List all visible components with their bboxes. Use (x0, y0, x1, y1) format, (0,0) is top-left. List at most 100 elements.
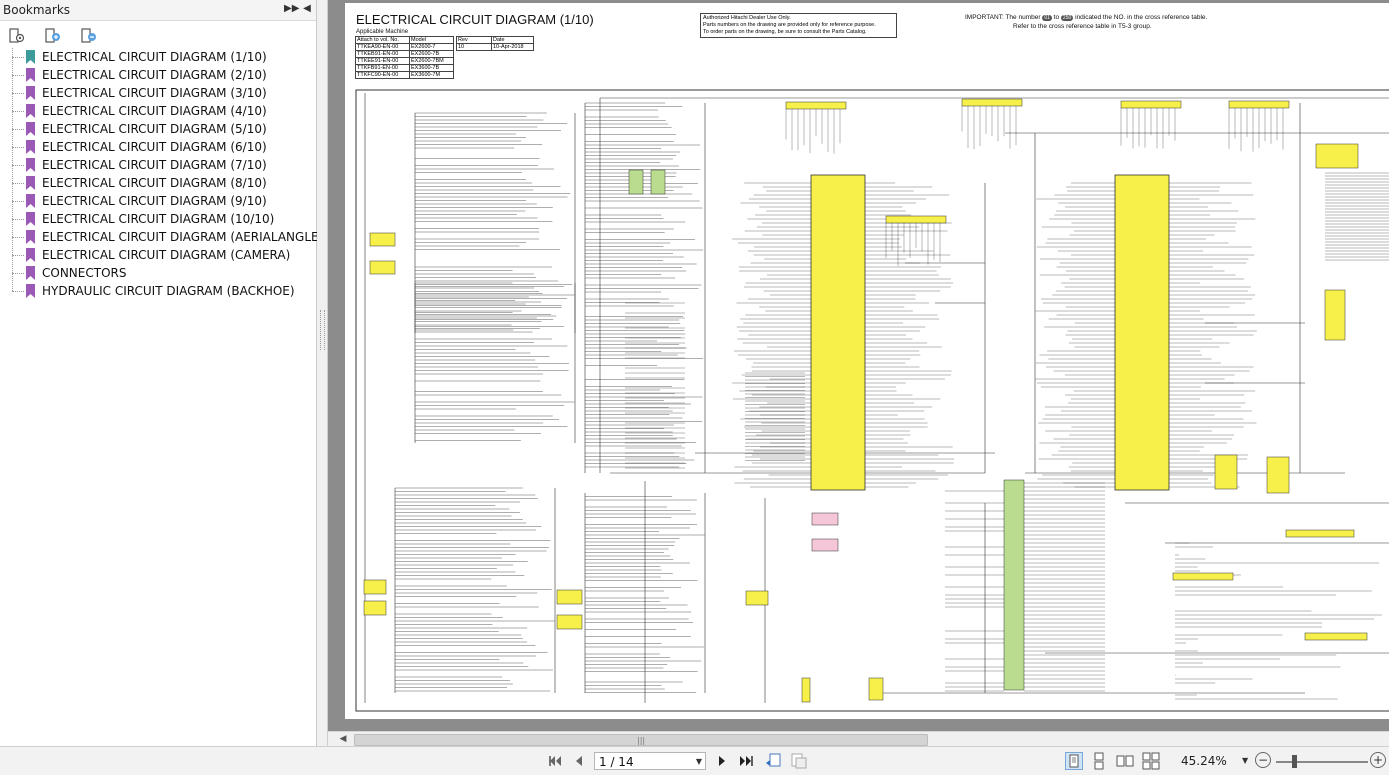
table-cell: EX3600-7B (411, 65, 440, 71)
component-layer (363, 98, 1368, 703)
zoom-dropdown-icon[interactable]: ▼ (1242, 756, 1249, 765)
zoom-in-icon[interactable]: + (1370, 752, 1386, 768)
table-cell: EX2600-7 (411, 44, 436, 50)
bookmark-icon (26, 212, 35, 226)
previous-view-icon[interactable] (764, 752, 782, 770)
dealer-notice: Authorized Hitachi Dealer Use Only. Part… (700, 13, 897, 38)
table-cell: TTKEE91-EN-00 (356, 58, 410, 64)
component-box (1214, 454, 1238, 490)
last-page-icon[interactable] (737, 752, 755, 770)
new-bookmark-icon[interactable] (44, 27, 62, 45)
wire-layer (364, 93, 1389, 703)
next-view-icon[interactable] (790, 752, 808, 770)
bookmark-label: ELECTRICAL CIRCUIT DIAGRAM (1/10) (42, 50, 267, 64)
table-cell: 10 (457, 44, 492, 50)
applicable-label: Applicable Machine (356, 29, 409, 35)
collapse-panel-icon[interactable]: ◀ (303, 3, 311, 14)
chevron-down-icon[interactable]: ▼ (695, 757, 702, 766)
bookmark-item[interactable]: ELECTRICAL CIRCUIT DIAGRAM (7/10) (0, 156, 316, 174)
controller-block-b (1114, 174, 1170, 491)
bookmark-icon (26, 248, 35, 262)
bookmark-label: ELECTRICAL CIRCUIT DIAGRAM (AERIALANGLE) (42, 230, 324, 244)
bookmark-item[interactable]: ELECTRICAL CIRCUIT DIAGRAM (3/10) (0, 84, 316, 102)
document-view[interactable]: ELECTRICAL CIRCUIT DIAGRAM (1/10) Applic… (328, 0, 1389, 731)
bookmark-icon (26, 104, 35, 118)
bookmark-item[interactable]: ELECTRICAL CIRCUIT DIAGRAM (8/10) (0, 174, 316, 192)
table-cell: 10-Apr-2018 (493, 44, 524, 50)
controller-block-a (810, 174, 866, 491)
machine-table: Attach to vol. No. Model TTKEA90-EN-00 E… (355, 36, 454, 79)
zoom-slider-thumb[interactable] (1292, 755, 1297, 768)
relay-pink (811, 538, 839, 552)
component-box (1324, 289, 1346, 341)
table-cell: TTKFB91-EN-00 (356, 65, 410, 71)
zoom-slider-track[interactable] (1276, 761, 1368, 763)
table-row: TTKEA90-EN-00 EX2600-7 (356, 44, 453, 51)
table-cell: TTKFC90-EN-00 (356, 72, 410, 78)
scroll-grip-icon: ||| (637, 736, 646, 745)
important-line2: Refer to the cross reference table in T5… (1013, 23, 1152, 30)
expand-bookmark-icon[interactable] (80, 27, 98, 45)
bookmark-item[interactable]: HYDRAULIC CIRCUIT DIAGRAM (BACKHOE) (0, 282, 316, 300)
bookmark-item[interactable]: ELECTRICAL CIRCUIT DIAGRAM (1/10) (0, 48, 316, 66)
component-box (1315, 143, 1359, 169)
ref-badge-start: 01 (1042, 15, 1052, 21)
continuous-facing-view-icon[interactable] (1142, 752, 1160, 770)
zoom-level[interactable]: 45.24% (1181, 754, 1227, 768)
table-cell: EX3600-7M (411, 72, 441, 78)
table-row: TTKFB91-EN-00 EX3600-7B (356, 65, 453, 72)
bookmarks-title: Bookmarks (3, 3, 71, 17)
bookmark-icon (26, 230, 35, 244)
revision-table-header: Rev Date (457, 37, 533, 44)
connector-strip (1228, 100, 1290, 109)
bookmark-item[interactable]: ELECTRICAL CIRCUIT DIAGRAM (5/10) (0, 120, 316, 138)
bookmark-item[interactable]: ELECTRICAL CIRCUIT DIAGRAM (CAMERA) (0, 246, 316, 264)
bookmark-item[interactable]: ELECTRICAL CIRCUIT DIAGRAM (4/10) (0, 102, 316, 120)
bookmark-options-icon[interactable] (8, 27, 26, 45)
component-box (801, 677, 811, 703)
component-box (556, 614, 583, 630)
bookmark-icon (26, 194, 35, 208)
scroll-left-icon[interactable]: ◀ (339, 734, 347, 744)
splitter-grip[interactable] (320, 310, 325, 350)
page-number-value: 1 / 14 (599, 755, 634, 769)
table-row: TTKFC90-EN-00 EX3600-7M (356, 72, 453, 78)
bookmark-item[interactable]: CONNECTORS (0, 264, 316, 282)
table-cell: EX2600-7BM (411, 58, 444, 64)
scroll-thumb[interactable]: ||| (354, 734, 928, 746)
single-page-view-icon[interactable] (1065, 752, 1083, 770)
facing-view-icon[interactable] (1116, 752, 1134, 770)
connector-strip (785, 101, 847, 110)
first-page-icon[interactable] (546, 752, 564, 770)
bookmark-label: ELECTRICAL CIRCUIT DIAGRAM (10/10) (42, 212, 275, 226)
component-box (363, 600, 387, 616)
expand-panel-icon[interactable]: ▶▶ (284, 3, 300, 14)
page-number-select[interactable]: 1 / 14 ▼ (594, 752, 706, 770)
component-box (369, 232, 396, 247)
bookmark-item[interactable]: ELECTRICAL CIRCUIT DIAGRAM (6/10) (0, 138, 316, 156)
relay-pink (811, 512, 839, 526)
bookmark-item[interactable]: ELECTRICAL CIRCUIT DIAGRAM (9/10) (0, 192, 316, 210)
continuous-view-icon[interactable] (1090, 752, 1108, 770)
component-box (556, 589, 583, 605)
zoom-out-icon[interactable]: − (1255, 752, 1271, 768)
bookmark-item[interactable]: ELECTRICAL CIRCUIT DIAGRAM (AERIALANGLE) (0, 228, 323, 246)
bookmark-icon (26, 122, 35, 136)
component-box (363, 579, 387, 595)
previous-page-icon[interactable] (570, 752, 588, 770)
bookmark-item[interactable]: ELECTRICAL CIRCUIT DIAGRAM (10/10) (0, 210, 316, 228)
bookmark-label: ELECTRICAL CIRCUIT DIAGRAM (7/10) (42, 158, 267, 172)
notice-line: Parts numbers on the drawing are provide… (703, 22, 876, 28)
important-to: to (1053, 14, 1060, 21)
bookmark-item[interactable]: ELECTRICAL CIRCUIT DIAGRAM (2/10) (0, 66, 316, 84)
bookmark-label: CONNECTORS (42, 266, 127, 280)
bookmark-tree: ELECTRICAL CIRCUIT DIAGRAM (1/10) ELECTR… (0, 48, 323, 300)
connector-strip (1285, 529, 1355, 538)
next-page-icon[interactable] (713, 752, 731, 770)
panel-splitter[interactable] (317, 0, 328, 746)
horizontal-scrollbar[interactable]: ◀ ||| (328, 731, 1389, 747)
table-row: TTKEB91-EN-00 EX2600-7B (356, 51, 453, 58)
bookmark-icon (26, 68, 35, 82)
important-prefix: IMPORTANT: The number (965, 14, 1041, 21)
bookmark-label: ELECTRICAL CIRCUIT DIAGRAM (CAMERA) (42, 248, 291, 262)
